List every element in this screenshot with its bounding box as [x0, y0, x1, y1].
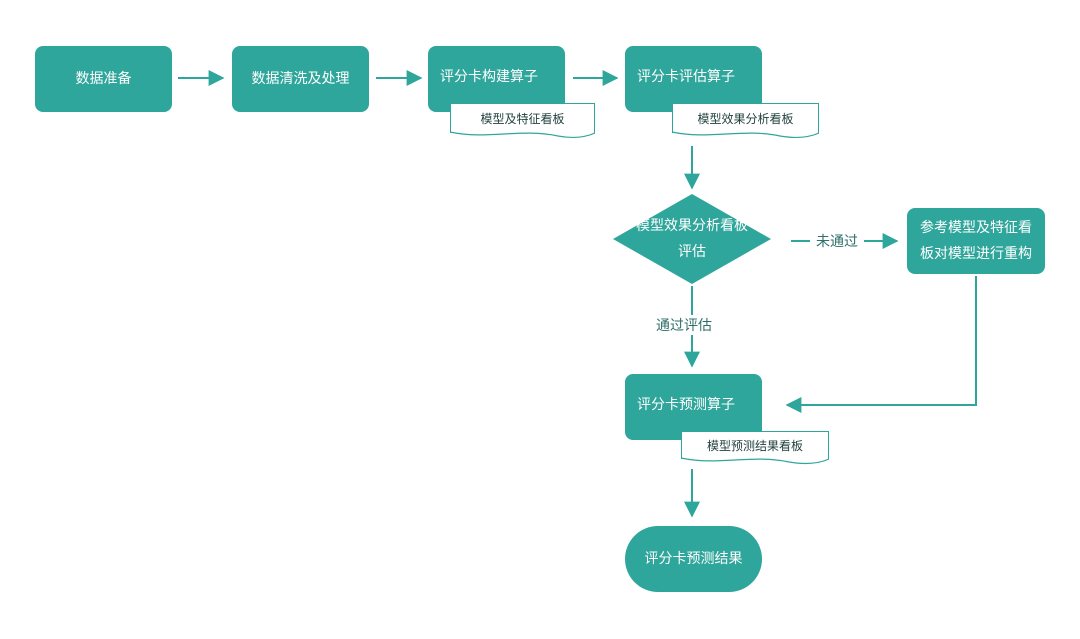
edge-label-fail: 未通过 [810, 231, 864, 251]
node-data-clean: 数据清洗及处理 [232, 46, 369, 112]
node-eval-op: 评分卡评估算子 [625, 46, 762, 112]
node-predict-op: 评分卡预测算子 [625, 374, 762, 440]
doc-wave [681, 457, 829, 465]
node-rebuild: 参考模型及特征看 板对模型进行重构 [907, 208, 1045, 274]
decision-line-1: 模型效果分析看板 [636, 218, 748, 234]
rebuild-line-1: 参考模型及特征看 [920, 220, 1032, 236]
doc-wave [450, 131, 595, 139]
node-build-op: 评分卡构建算子 [428, 46, 565, 112]
node-result: 评分卡预测结果 [625, 526, 762, 592]
decision-label: 模型效果分析看板 评估 [613, 213, 771, 265]
decision-line-2: 评估 [678, 244, 706, 260]
edge-label-pass: 通过评估 [650, 315, 718, 335]
doc-effect-board: 模型效果分析看板 [672, 103, 819, 139]
rebuild-line-2: 板对模型进行重构 [920, 246, 1032, 262]
decision-diamond [613, 194, 771, 284]
node-data-prep: 数据准备 [35, 46, 172, 112]
doc-feature-board-label: 模型及特征看板 [480, 112, 565, 126]
arrow-rebuild-to-predict [785, 276, 977, 413]
doc-feature-board: 模型及特征看板 [450, 103, 595, 139]
doc-wave [672, 131, 819, 139]
doc-effect-board-label: 模型效果分析看板 [697, 112, 794, 126]
doc-predict-board: 模型预测结果看板 [681, 431, 829, 465]
doc-predict-board-label: 模型预测结果看板 [706, 439, 803, 453]
